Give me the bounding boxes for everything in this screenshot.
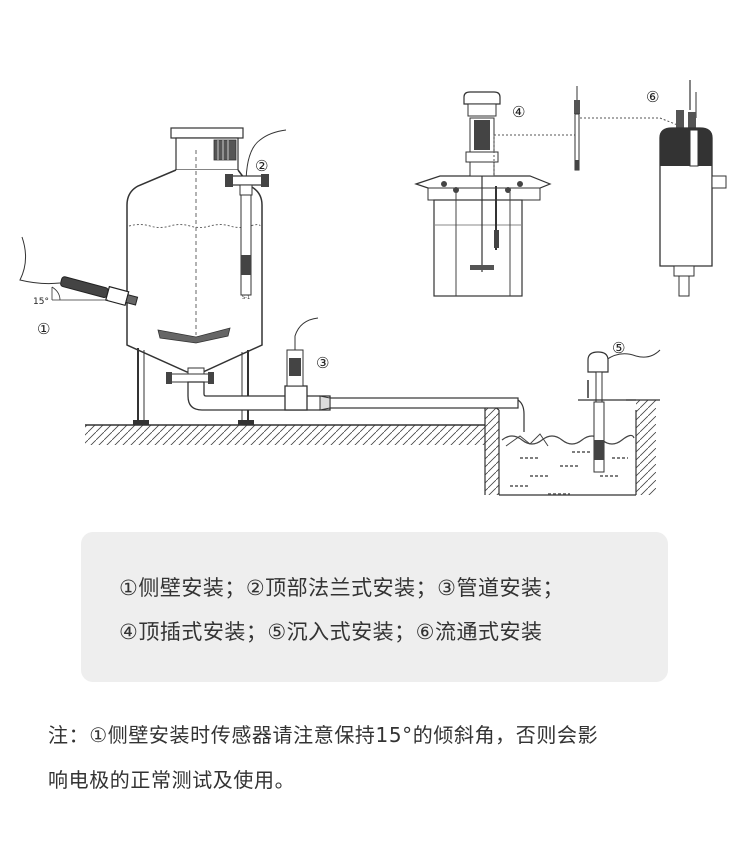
callout-1: ① [37,320,50,338]
water [501,433,635,495]
submersion-sensor [578,349,661,473]
callout-5: ⑤ [612,339,625,357]
tank [126,127,263,425]
callout-4: ④ [512,103,525,121]
callout-6: ⑥ [646,88,659,106]
top-flange-sensor: S-1 [225,129,287,301]
ground [85,399,660,496]
legend-line-1: ①侧壁安装；②顶部法兰式安装；③管道安装； [119,576,564,600]
side-wall-sensor [19,236,139,307]
callout-2: ② [255,157,268,175]
legend-box: ①侧壁安装；②顶部法兰式安装；③管道安装； ④顶插式安装；⑤沉入式安装；⑥流通式… [81,532,668,682]
flow-cell [659,80,727,297]
legend-line-2: ④顶插式安装；⑤沉入式安装；⑥流通式安装 [119,620,543,644]
top-insertion-reactor [414,91,576,297]
installation-diagram: 15° ① S-1 ② ③ [19,80,727,496]
callout-3: ③ [316,354,329,372]
angle-label: 15° [33,297,49,307]
loose-probe [574,86,681,171]
note-line-2: 响电极的正常测试及使用。 [48,768,296,792]
svg-text:S-1: S-1 [242,295,250,301]
note-line-1: 注：①侧壁安装时传感器请注意保持15°的倾斜角，否则会影 [48,723,599,747]
pipeline [166,317,525,432]
